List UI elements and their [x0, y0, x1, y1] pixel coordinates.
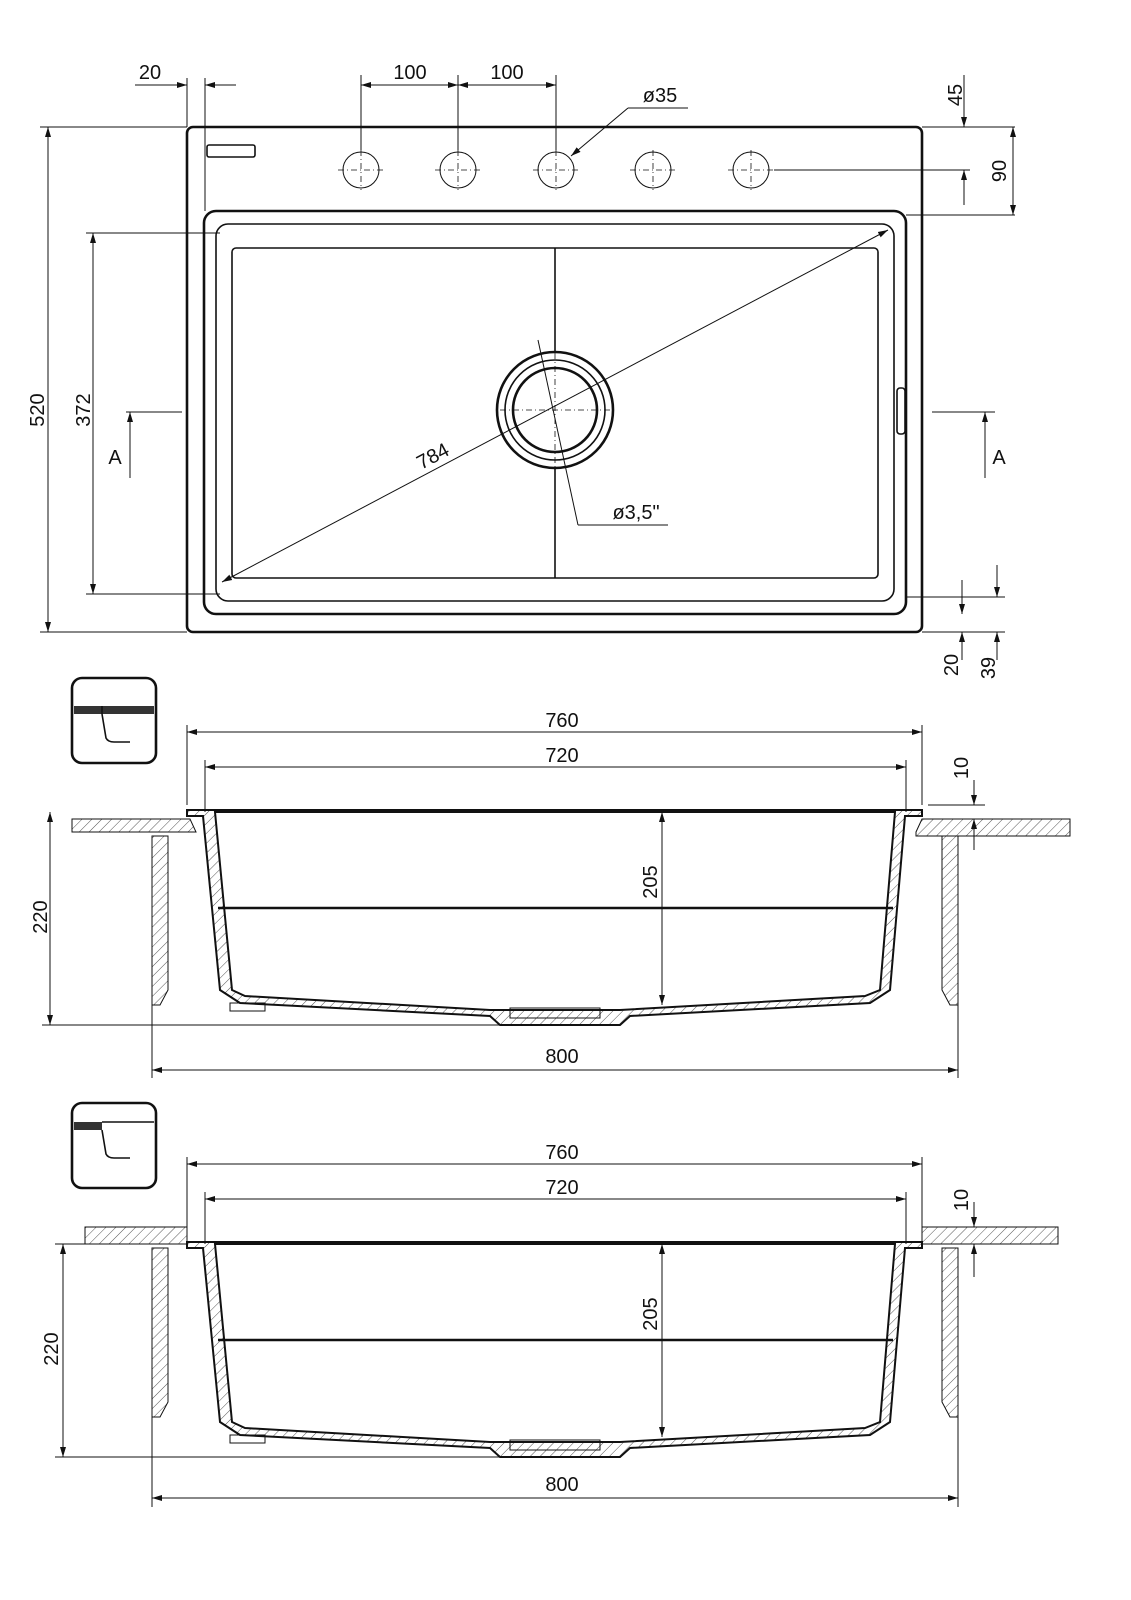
dim-drain: ø3,5" [612, 502, 659, 524]
section-topmount: 760 720 10 220 205 800 [30, 676, 1071, 1078]
dim-bowl-depth: 372 [73, 393, 95, 426]
tap-hole-icon [630, 150, 676, 190]
cabinet-side-left [151, 835, 169, 1006]
overflow-slot [896, 387, 906, 435]
tap-hole-icon [435, 150, 481, 190]
cabinet-side-right [941, 835, 959, 1006]
dim-offset-left: 20 [139, 62, 161, 84]
countertop-right [915, 818, 1071, 837]
bowl-rim [202, 209, 908, 616]
drain-icon [495, 340, 615, 480]
sink-outline [185, 125, 924, 634]
dim-total-depth: 520 [27, 393, 49, 426]
dim-rim-thickness: 10 [951, 757, 973, 779]
countertop-right [921, 1226, 1059, 1245]
dim-hole-edge: 45 [945, 84, 967, 106]
dim-hole-spacing-2: 100 [490, 62, 523, 84]
dim-rim-top: 90 [989, 160, 1011, 182]
top-view: 20 100 100 ø35 45 90 520 372 A A 784 ø3,… [27, 62, 1016, 679]
tap-hole-icon [728, 150, 774, 190]
dim-total-height: 220 [41, 1332, 63, 1365]
cabinet-side-left [151, 1247, 169, 1418]
dim-cabinet-width: 800 [545, 1046, 578, 1068]
dim-hole-diameter: ø35 [643, 85, 677, 107]
dim-diagonal: 784 [413, 439, 453, 474]
section-marker-left: A [108, 447, 122, 469]
dim-bowl-height: 205 [640, 865, 662, 898]
dim-rim-bottom-outer: 39 [978, 657, 1000, 679]
tap-hole-icon [338, 150, 384, 190]
dim-inner-width: 720 [545, 1177, 578, 1199]
dim-cabinet-width: 800 [545, 1474, 578, 1496]
section-undermount: 760 720 10 220 205 800 [41, 1101, 1059, 1507]
section-marker-right: A [992, 447, 1006, 469]
tap-holes [338, 150, 970, 190]
countertop-left [71, 818, 197, 833]
soap-dispenser-slot [206, 144, 256, 158]
flushmount-install-icon [70, 1101, 158, 1190]
dim-total-height: 220 [30, 900, 52, 933]
dim-rim-thickness: 10 [951, 1189, 973, 1211]
tap-hole-icon [533, 150, 579, 190]
topmount-install-icon [70, 676, 158, 765]
dim-hole-spacing-1: 100 [393, 62, 426, 84]
dim-bowl-height: 205 [640, 1297, 662, 1330]
cabinet-side-right [941, 1247, 959, 1418]
countertop-left [84, 1226, 188, 1245]
dim-inner-width: 720 [545, 745, 578, 767]
bowl-rim-inner [215, 223, 895, 602]
dim-outer-width: 760 [545, 1142, 578, 1164]
dim-rim-bottom: 20 [941, 654, 963, 676]
dim-outer-width: 760 [545, 710, 578, 732]
